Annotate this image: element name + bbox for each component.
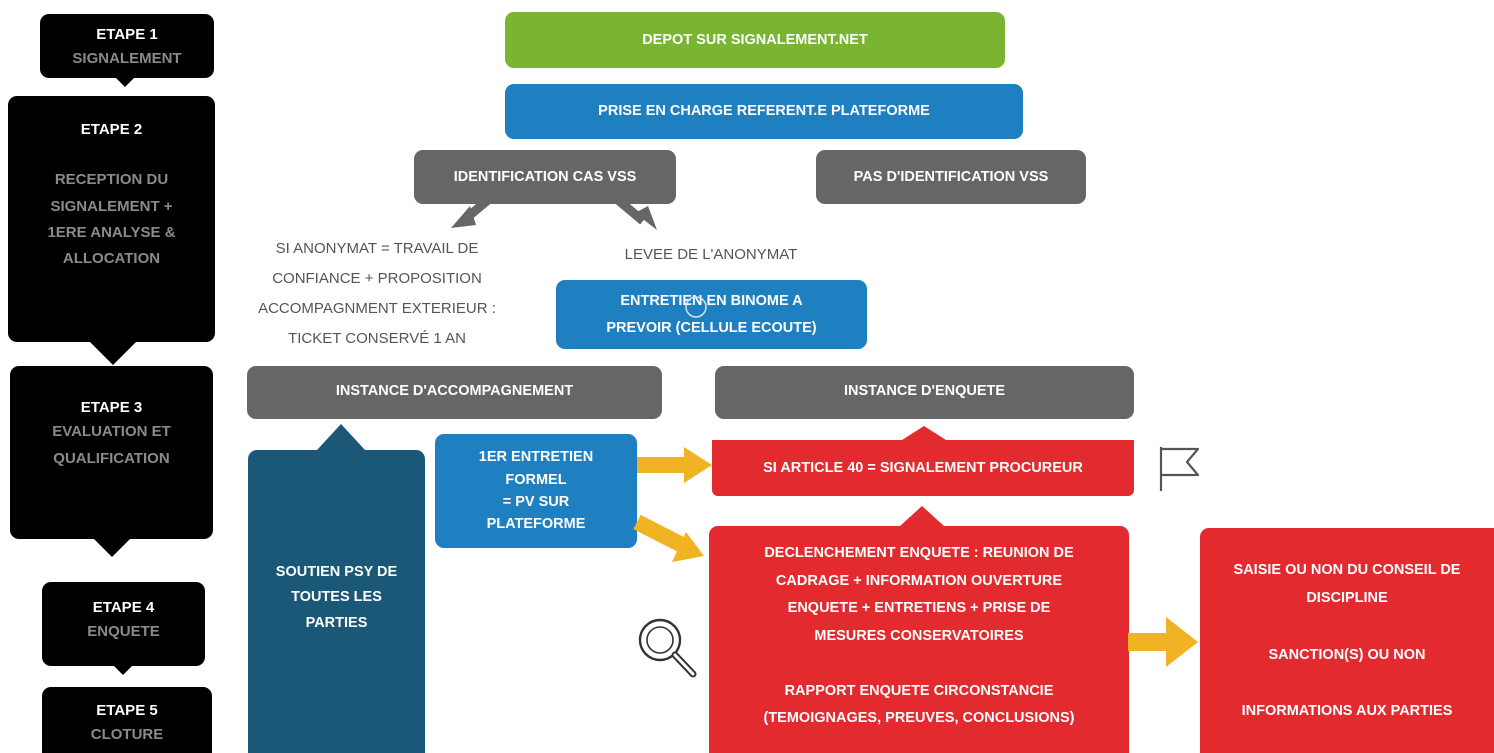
declenchement-enquete-box: DECLENCHEMENT ENQUETE : REUNION DE CADRA… — [709, 526, 1129, 753]
declenchement-pointer — [900, 506, 944, 526]
step-3-title: ETAPE 3 — [80, 399, 143, 416]
step-3: ETAPE 3 EVALUATION ET QUALIFICATION — [10, 366, 213, 539]
step-2-title: ETAPE 2 — [80, 121, 143, 138]
arrow-to-article40 — [637, 447, 712, 483]
depot-box: DEPOT SUR SIGNALEMENT.NET — [505, 12, 1005, 68]
step-4: ETAPE 4 ENQUETE — [42, 582, 205, 666]
step-1-title: ETAPE 1 — [96, 26, 158, 43]
conseil-discipline-box: SAISIE OU NON DU CONSEIL DE DISCIPLINE S… — [1200, 528, 1494, 753]
article40-pointer — [902, 426, 946, 440]
instance-accompagnement-pointer — [317, 424, 365, 450]
step-2-pointer — [90, 342, 136, 365]
step-1: ETAPE 1 SIGNALEMENT — [40, 14, 214, 78]
soutien-psy-box: SOUTIEN PSY DE TOUTES LES PARTIES — [248, 450, 425, 753]
instance-enquete-box: INSTANCE D'ENQUETE — [715, 366, 1134, 419]
prise-en-charge-box: PRISE EN CHARGE REFERENT.E PLATEFORME — [505, 84, 1023, 139]
levee-anonymat-text: LEVEE DE L'ANONYMAT — [624, 246, 798, 263]
step-5: ETAPE 5 CLOTURE — [42, 687, 212, 753]
step-3-subtitle: EVALUATION ET QUALIFICATION — [52, 423, 171, 467]
step-5-title: ETAPE 5 — [96, 702, 158, 719]
step-2: ETAPE 2 RECEPTION DU SIGNALEMENT + 1ERE … — [8, 96, 215, 342]
circle-mark-icon — [685, 296, 707, 318]
right-branch-arrow — [615, 196, 657, 230]
step-1-subtitle: SIGNALEMENT — [72, 50, 182, 68]
arrow-to-declenchement — [633, 514, 704, 562]
pas-identification-vss-box: PAS D'IDENTIFICATION VSS — [816, 150, 1086, 204]
step-3-pointer — [94, 539, 130, 557]
step-4-pointer — [114, 666, 132, 675]
arrow-to-conseil — [1128, 617, 1198, 667]
si-anonymat-text: SI ANONYMAT = TRAVAIL DE CONFIANCE + PRO… — [258, 240, 496, 347]
flag-icon — [1159, 447, 1200, 491]
step-5-subtitle: CLOTURE — [90, 726, 164, 744]
step-1-pointer — [116, 78, 134, 87]
step-4-subtitle: ENQUETE — [87, 623, 160, 641]
left-branch-arrow — [451, 196, 491, 228]
step-2-subtitle: RECEPTION DU SIGNALEMENT + 1ERE ANALYSE … — [47, 171, 176, 267]
entretien-binome-box: ENTRETIEN EN BINOME A PREVOIR (CELLULE E… — [556, 280, 867, 349]
step-4-title: ETAPE 4 — [92, 599, 155, 616]
instance-accompagnement-box: INSTANCE D'ACCOMPAGNEMENT — [247, 366, 662, 419]
identification-vss-box: IDENTIFICATION CAS VSS — [414, 150, 676, 204]
premier-entretien-box: 1ER ENTRETIEN FORMEL = PV SUR PLATEFORME — [435, 434, 637, 548]
article40-box: SI ARTICLE 40 = SIGNALEMENT PROCUREUR — [712, 440, 1134, 496]
magnifier-icon — [638, 618, 697, 678]
